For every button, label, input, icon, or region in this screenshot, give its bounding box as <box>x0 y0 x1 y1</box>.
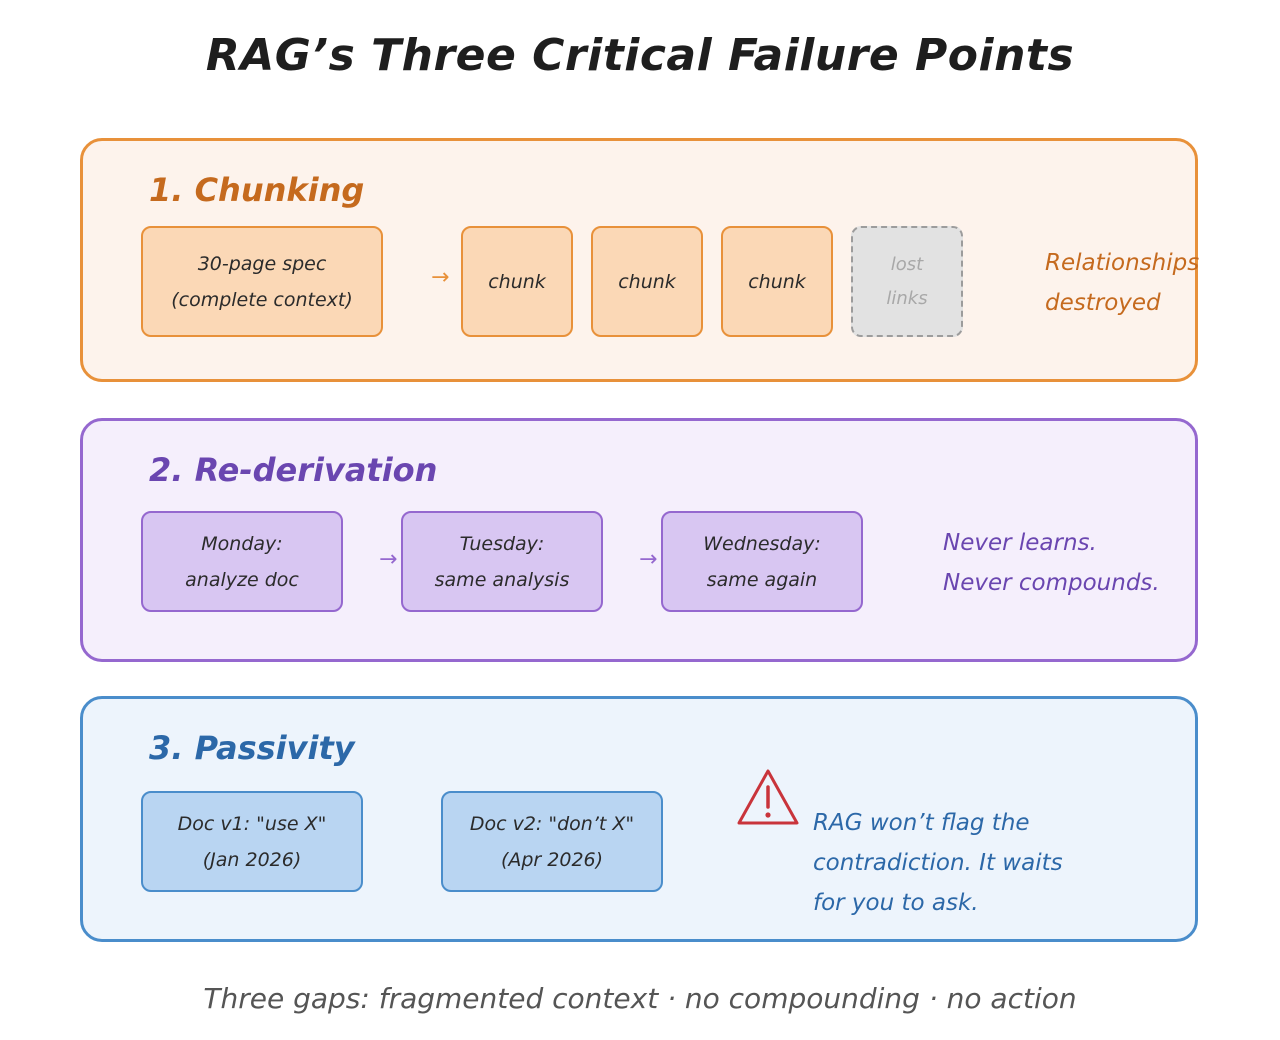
note-line-2: Never compounds. <box>943 570 1160 596</box>
rederivation-note: Never learns. Never compounds. <box>943 523 1160 603</box>
doc-label: Doc v1: "use X" <box>177 812 327 835</box>
doc-date: (Jan 2026) <box>202 848 302 871</box>
day-action: same again <box>706 568 818 591</box>
day-box-tuesday: Tuesday: same analysis <box>401 511 603 612</box>
arrow-right-icon: → <box>379 547 398 572</box>
day-box-monday: Monday: analyze doc <box>141 511 343 612</box>
day-label: Wednesday: <box>703 532 821 555</box>
panel-title-chunking: 1. Chunking <box>149 171 365 209</box>
lost-line-1: lost <box>890 253 924 275</box>
chunking-note: Relationships destroyed <box>1045 243 1199 323</box>
doc-label: Doc v2: "don’t X" <box>469 812 635 835</box>
note-line-2: destroyed <box>1045 290 1161 316</box>
day-label: Monday: <box>201 532 283 555</box>
day-box-wednesday: Wednesday: same again <box>661 511 863 612</box>
warning-triangle-icon <box>737 769 799 825</box>
arrow-right-icon: → <box>639 547 658 572</box>
source-line-2: (complete context) <box>171 288 353 311</box>
note-line-3: for you to ask. <box>813 890 979 916</box>
chunk-box: chunk <box>721 226 833 337</box>
footer-summary: Three gaps: fragmented context · no comp… <box>203 982 1077 1015</box>
doc-box-v1: Doc v1: "use X" (Jan 2026) <box>141 791 363 892</box>
source-document-box: 30-page spec (complete context) <box>141 226 383 337</box>
note-line-1: Relationships <box>1045 250 1200 276</box>
doc-box-v2: Doc v2: "don’t X" (Apr 2026) <box>441 791 663 892</box>
panel-chunking: 1. Chunking 30-page spec (complete conte… <box>80 138 1199 382</box>
source-line-1: 30-page spec <box>197 252 327 275</box>
day-action: same analysis <box>434 568 570 591</box>
chunk-box: chunk <box>461 226 573 337</box>
diagram-title: RAG’s Three Critical Failure Points <box>205 30 1075 81</box>
day-action: analyze doc <box>185 568 299 591</box>
chunk-label: chunk <box>488 270 546 293</box>
chunk-label: chunk <box>748 270 806 293</box>
panel-passivity: 3. Passivity Doc v1: "use X" (Jan 2026) … <box>80 696 1198 942</box>
arrow-right-icon: → <box>431 265 450 290</box>
day-label: Tuesday: <box>459 532 545 555</box>
note-line-1: Never learns. <box>943 530 1097 556</box>
panel-title-rederivation: 2. Re-derivation <box>149 451 438 489</box>
panel-rederivation: 2. Re-derivation Monday: analyze doc → T… <box>80 418 1198 662</box>
chunk-box: chunk <box>591 226 703 337</box>
note-line-1: RAG won’t flag the <box>813 810 1030 836</box>
passivity-note: RAG won’t flag the contradiction. It wai… <box>813 803 1063 923</box>
doc-date: (Apr 2026) <box>500 848 604 871</box>
lost-links-box: lost links <box>851 226 963 337</box>
chunk-label: chunk <box>618 270 676 293</box>
lost-line-2: links <box>886 287 928 309</box>
note-line-2: contradiction. It waits <box>813 850 1063 876</box>
panel-title-passivity: 3. Passivity <box>149 729 355 767</box>
